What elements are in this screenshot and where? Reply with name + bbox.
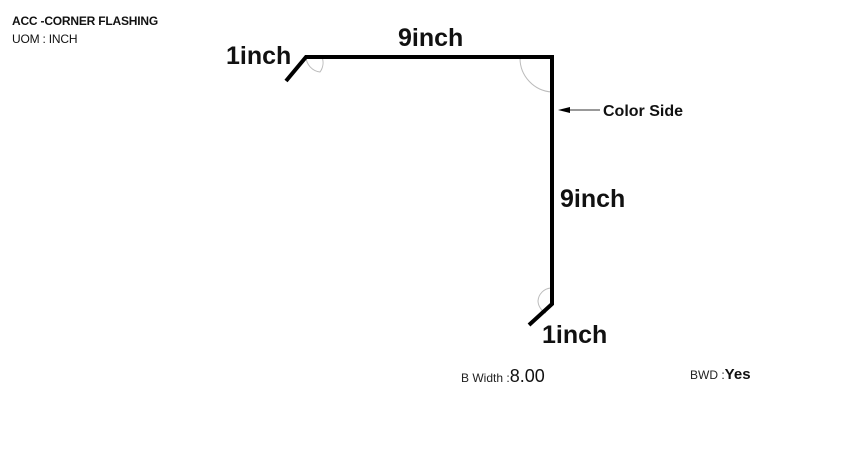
b-width-value: 8.00: [509, 366, 545, 386]
b-width-label: B Width :: [461, 371, 510, 385]
flashing-profile-line: [284, 55, 554, 327]
dimension-vertical-length: 9inch: [560, 185, 625, 213]
b-width-info: B Width :8.00: [461, 366, 545, 387]
bwd-value: Yes: [724, 366, 751, 383]
unit-of-measure: UOM : INCH: [12, 32, 78, 46]
dimension-top-hem: 1inch: [226, 42, 291, 70]
drawing-header: ACC -CORNER FLASHING UOM : INCH: [12, 12, 158, 48]
dimension-bottom-hem: 1inch: [542, 321, 607, 349]
color-side-label: Color Side: [603, 103, 683, 120]
color-side-arrowhead: [558, 107, 570, 113]
angle-arc-top-left: [305, 56, 324, 73]
bwd-info: BWD :Yes: [690, 366, 751, 383]
angle-arc-bottom: [537, 287, 552, 314]
angle-arc-top-right: [519, 57, 553, 93]
part-title: ACC -CORNER FLASHING: [12, 14, 158, 28]
bwd-label: BWD :: [690, 368, 725, 382]
dimension-top-length: 9inch: [398, 24, 463, 52]
